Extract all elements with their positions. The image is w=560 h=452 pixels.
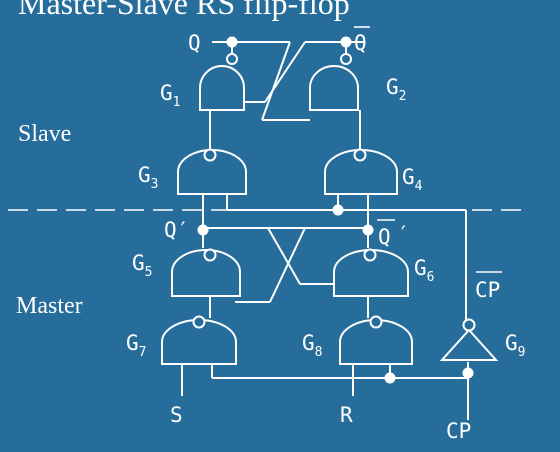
g3-label: G3 <box>138 163 158 192</box>
cp-input-label: CP <box>446 419 471 443</box>
gate-shapes <box>161 65 499 365</box>
g1-label: G1 <box>160 81 180 110</box>
g9-label: G9 <box>505 331 525 360</box>
r-input-label: R <box>340 403 353 427</box>
g1-nand-gate <box>199 65 245 111</box>
q-bar-output-label: Q <box>354 31 367 55</box>
g9-inverter <box>439 328 499 361</box>
g2-nand-gate <box>309 65 359 111</box>
g2-label: G2 <box>386 75 406 104</box>
slave-label: Slave <box>18 121 71 147</box>
q-prime-bar-mark: ′ <box>397 222 410 246</box>
g7-label: G7 <box>126 331 146 360</box>
master-label: Master <box>16 293 83 319</box>
q-output-label: Q <box>188 31 201 55</box>
g8-label: G8 <box>302 331 322 360</box>
g4-label: G4 <box>402 165 423 194</box>
q-prime-label: Q′ <box>164 218 189 242</box>
junction-dots <box>197 36 474 384</box>
g5-label: G5 <box>132 251 152 280</box>
g6-label: G6 <box>414 256 434 285</box>
diagram-title: Master-Slave RS flip-flop <box>18 0 350 21</box>
g3-nand-gate <box>177 149 247 195</box>
s-input-label: S <box>170 403 183 427</box>
cp-bar-label: CP <box>475 278 500 302</box>
wires <box>181 41 469 420</box>
q-prime-bar-label: Q <box>378 225 391 249</box>
inversion-bubbles <box>192 53 476 332</box>
